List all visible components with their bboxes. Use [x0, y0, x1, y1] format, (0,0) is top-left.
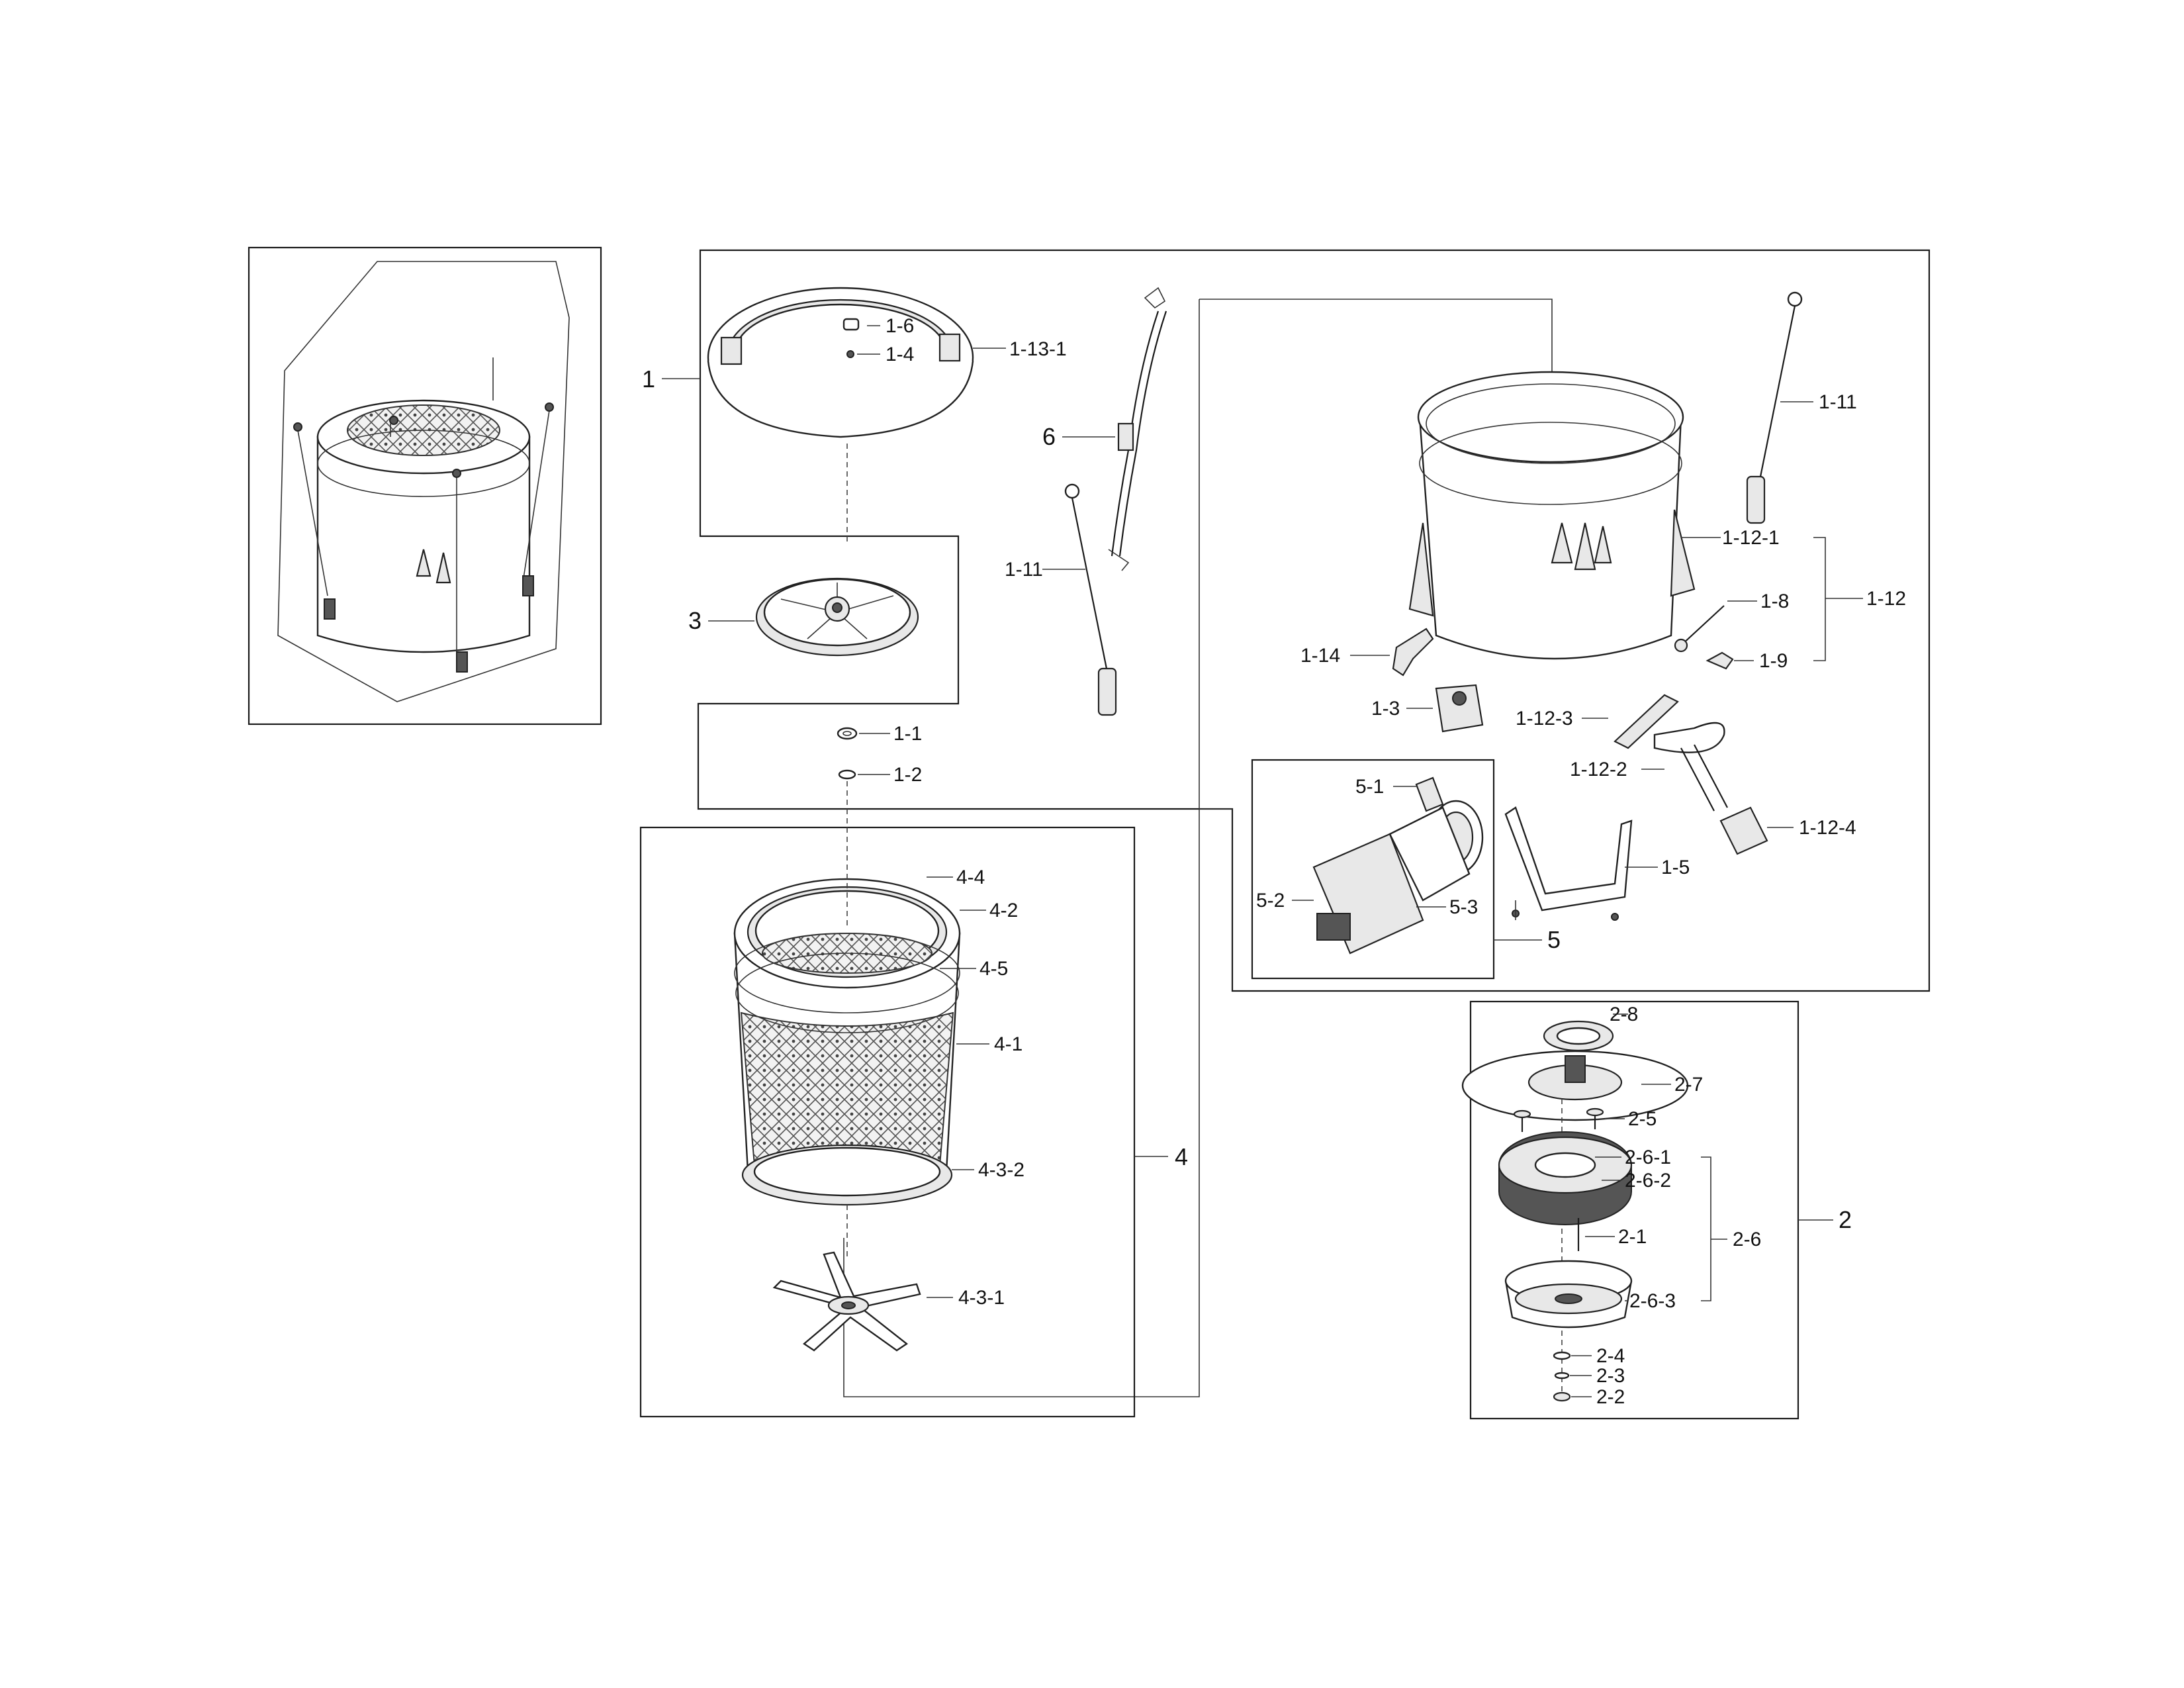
label-2-6: 2-6 [1733, 1229, 1761, 1250]
label-1-1: 1-1 [893, 723, 922, 745]
valve-part: 1-3 [1371, 684, 1484, 733]
label-4-4: 4-4 [956, 867, 985, 888]
label-1-2: 1-2 [893, 764, 922, 786]
label-2-2: 2-2 [1596, 1386, 1625, 1408]
damper-rod-right-part: 1-11 [1746, 291, 1857, 524]
label-1-13-1: 1-13-1 [1009, 338, 1067, 360]
label-4-5: 4-5 [979, 958, 1008, 980]
label-1-8: 1-8 [1760, 590, 1789, 612]
label-2-3: 2-3 [1596, 1365, 1625, 1387]
label-5-2: 5-2 [1256, 890, 1285, 912]
label-1-12: 1-12 [1866, 588, 1906, 610]
label-2-4: 2-4 [1596, 1345, 1625, 1367]
hose-part: 6 [1042, 287, 1167, 571]
bracket-part: 1-14 [1300, 628, 1434, 677]
label-5-1: 5-1 [1355, 776, 1384, 798]
frame-part: 1-5 [1504, 806, 1690, 921]
label-1-11-left: 1-11 [1005, 559, 1043, 581]
label-1-11-right: 1-11 [1819, 391, 1857, 413]
label-2-6-2: 2-6-2 [1625, 1170, 1671, 1192]
label-2-6-1: 2-6-1 [1625, 1147, 1671, 1168]
overview-tub-drawing [293, 357, 554, 673]
heater-parts: 1-12-3 1-12-2 1-12-4 [1516, 694, 1856, 855]
label-2-5: 2-5 [1628, 1108, 1657, 1130]
label-5: 5 [1547, 926, 1561, 953]
label-1: 1 [642, 365, 655, 393]
label-1-14: 1-14 [1300, 645, 1340, 667]
overview-assembly [248, 246, 602, 726]
group-5-pump: 5 5-1 5-2 5-3 [1251, 759, 1561, 980]
sensor-parts: 1-8 1-9 [1674, 590, 1789, 672]
label-2-7: 2-7 [1674, 1074, 1703, 1096]
nut-washer-parts: 1-1 1-2 [837, 723, 922, 786]
tub-cover-part: 1-6 1-4 1-13-1 [707, 287, 1067, 438]
label-1-12-3: 1-12-3 [1516, 708, 1573, 729]
label-2-1: 2-1 [1618, 1226, 1647, 1248]
label-1-9: 1-9 [1759, 650, 1788, 672]
label-2-8: 2-8 [1610, 1004, 1638, 1025]
label-2-6-3: 2-6-3 [1629, 1290, 1676, 1312]
outer-tub-part: 1-12-1 1-12 [1408, 371, 1906, 661]
label-1-12-1: 1-12-1 [1722, 527, 1780, 549]
label-4-1: 4-1 [994, 1033, 1023, 1055]
label-3: 3 [688, 607, 702, 634]
label-4-2: 4-2 [989, 900, 1018, 921]
pulsator-part: 3 [688, 577, 919, 657]
group-2-motor: 2 2-8 2-7 2-5 2-6-1 2-6-2 2-1 2-6-3 [1461, 1000, 1852, 1420]
label-1-12-4: 1-12-4 [1799, 817, 1856, 839]
label-6: 6 [1042, 423, 1056, 450]
label-1-12-2: 1-12-2 [1570, 759, 1627, 780]
label-4: 4 [1175, 1143, 1188, 1170]
label-1-5: 1-5 [1661, 857, 1690, 878]
group-4-basket: 4 4-4 4-2 4-5 4-1 4-3-2 4-3-1 [639, 781, 1188, 1418]
label-2: 2 [1839, 1206, 1852, 1233]
label-1-6: 1-6 [886, 315, 914, 337]
label-4-3-1: 4-3-1 [958, 1287, 1005, 1309]
overview-frame [248, 246, 602, 726]
overview-cabinet-outline [277, 261, 570, 702]
label-1-4: 1-4 [886, 344, 914, 365]
label-5-3: 5-3 [1449, 896, 1478, 918]
label-1-3: 1-3 [1371, 698, 1400, 720]
damper-rod-left-part: 1-11 [1005, 483, 1117, 716]
label-4-3-2: 4-3-2 [978, 1159, 1024, 1181]
